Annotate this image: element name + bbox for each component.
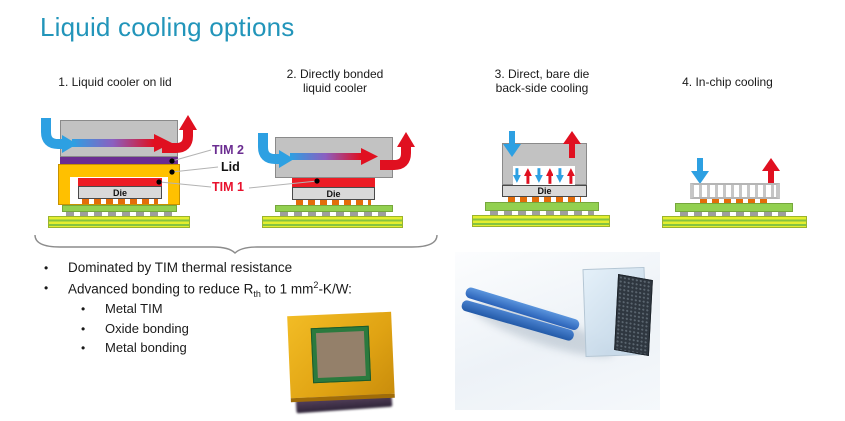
d1-bga-pads (66, 212, 174, 216)
d3-cooling-cavity (513, 166, 575, 185)
jet-up-arrow-icon (545, 167, 554, 184)
d3-inlet-arrow-icon (503, 131, 521, 157)
option-3-label: 3. Direct, bare die back-side cooling (494, 67, 590, 95)
d1-tim1-layer (78, 178, 162, 186)
d2-substrate (275, 205, 393, 212)
sub-bullet-2: Oxide bonding (105, 321, 189, 336)
cooler-cold-plate-face (614, 273, 653, 357)
d1-solder-bumps (82, 199, 158, 204)
option-4-label: 4. In-chip cooling (682, 75, 773, 89)
tim1-annotation: TIM 1 (212, 180, 244, 194)
d1-tim2-layer (60, 157, 178, 164)
d4-substrate (675, 203, 793, 212)
chip-die-area (315, 330, 366, 379)
d4-microchannel-die (690, 183, 780, 199)
d1-substrate (62, 205, 177, 212)
d4-inlet-arrow-icon (691, 158, 709, 184)
d3-micro-jet-arrows (513, 166, 575, 185)
d2-inlet-arrow-icon (258, 133, 294, 168)
bullet-marker: • (81, 302, 86, 316)
bullet-marker: • (81, 341, 86, 355)
d2-flow-gradient-arrow-icon (290, 148, 378, 165)
jet-down-arrow-icon (534, 167, 543, 183)
d1-flow-gradient-arrow-icon (72, 134, 172, 152)
d1-outlet-arrow-icon (162, 115, 197, 153)
chip-gold-body (287, 311, 395, 403)
jet-down-arrow-icon (556, 167, 565, 183)
bullet-marker: • (81, 322, 86, 336)
option-2-label: 2. Directly bonded liquid cooler (286, 67, 384, 95)
d4-bga-pads (680, 212, 788, 216)
option-1-label: 1. Liquid cooler on lid (58, 75, 172, 89)
slide-title: Liquid cooling options (40, 12, 295, 42)
d2-outlet-arrow-icon (380, 132, 415, 170)
d4-outlet-arrow-icon (762, 158, 780, 185)
jet-up-arrow-icon (523, 167, 532, 184)
d2-tim1-layer (292, 178, 375, 187)
d3-substrate (485, 202, 599, 211)
d2-solder-bumps (296, 200, 371, 205)
jet-down-arrow-icon (513, 167, 521, 183)
jet-up-arrow-icon (567, 167, 575, 184)
bullet-1: Dominated by TIM thermal resistance (68, 260, 293, 275)
d3-solder-bumps (508, 197, 581, 202)
d4-solder-bumps (700, 199, 772, 203)
d3-bga-pads (490, 211, 594, 215)
chip-green-frame (310, 325, 372, 384)
d1-pcb (48, 216, 190, 228)
sub-bullet-3: Metal bonding (105, 340, 187, 355)
d2-bga-pads (280, 212, 388, 216)
d2-die-block: Die (292, 187, 375, 200)
bullet-marker: • (44, 261, 49, 275)
sub-bullet-1: Metal TIM (105, 301, 163, 316)
d3-die-block: Die (502, 185, 587, 197)
d3-pcb (472, 215, 610, 227)
d3-outlet-arrow-icon (563, 131, 581, 158)
d1-die-block: Die (78, 186, 162, 199)
bullet-2: Advanced bonding to reduce Rth to 1 mm2-… (68, 280, 352, 300)
underbrace (34, 234, 438, 254)
lid-annotation: Lid (221, 160, 240, 174)
d4-pcb (662, 216, 807, 228)
d1-inlet-arrow-icon (41, 118, 77, 153)
tim2-annotation: TIM 2 (212, 143, 244, 157)
bullet-marker: • (44, 281, 49, 295)
d2-pcb (262, 216, 403, 228)
